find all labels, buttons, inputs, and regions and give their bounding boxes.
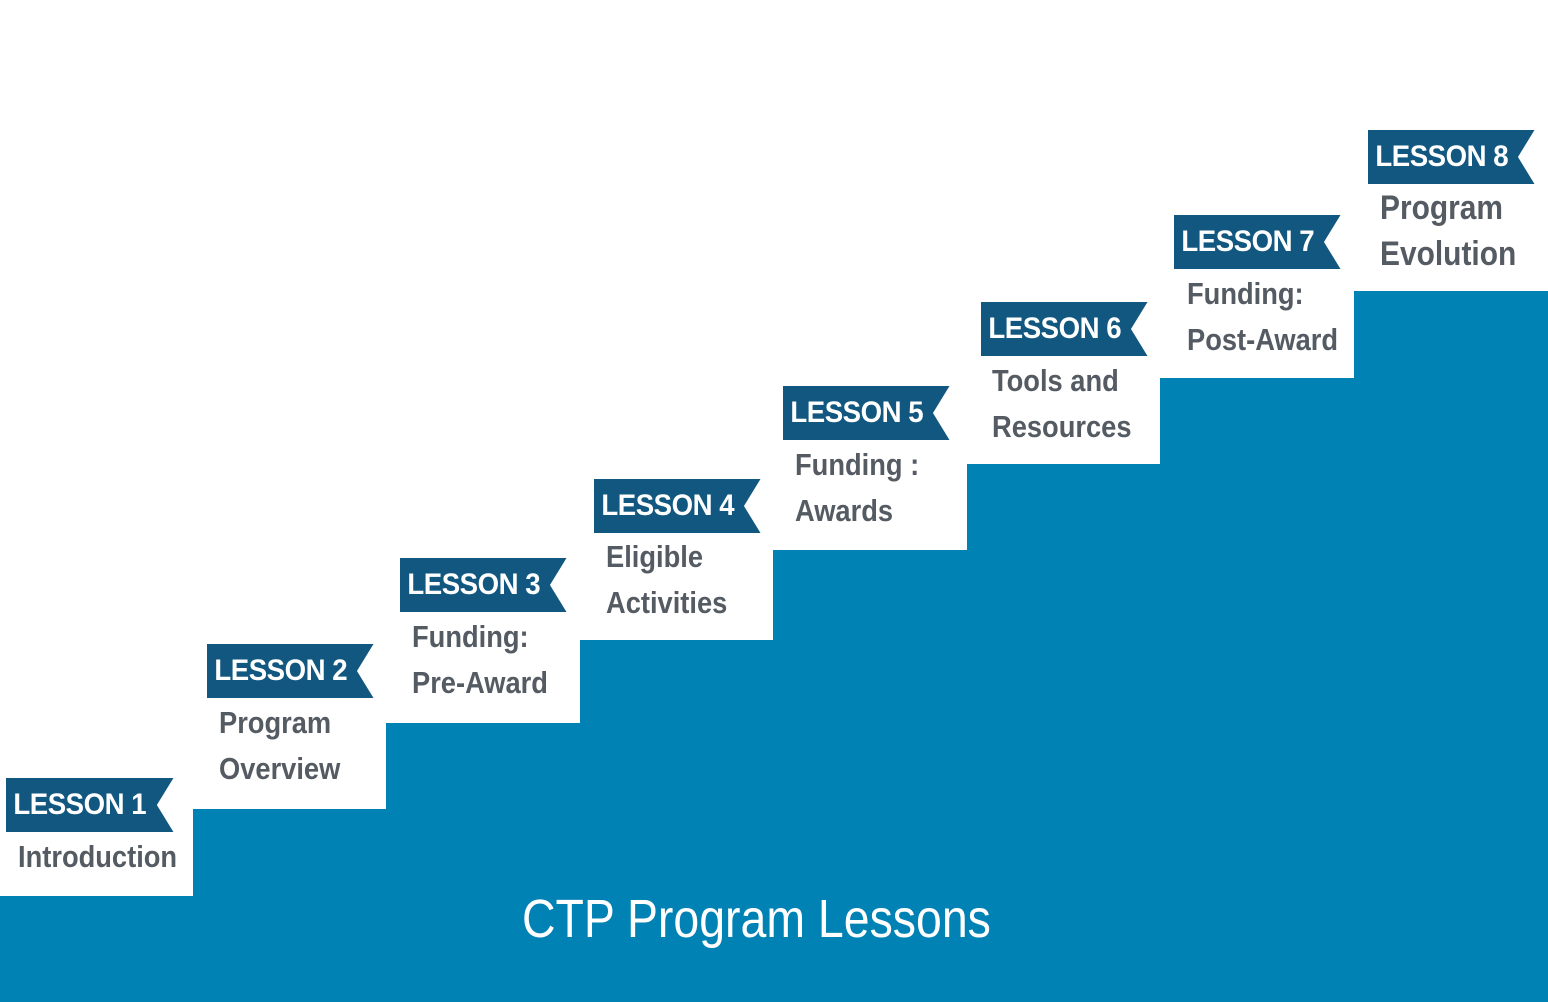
lesson-7-line2: Post-Award (1187, 322, 1339, 357)
lesson-1-description: Introduction (18, 834, 177, 880)
lesson-4-line1: Eligible (606, 539, 704, 574)
step-8 (1354, 291, 1548, 1002)
step-1 (0, 896, 193, 1002)
lesson-3-banner: LESSON 3 (400, 558, 567, 612)
lesson-7-description: Funding: Post-Award (1187, 271, 1338, 363)
lesson-3-line1: Funding: (412, 619, 529, 654)
lesson-3-description: Funding: Pre-Award (412, 614, 548, 706)
step-2 (193, 809, 386, 1002)
step-5 (773, 550, 967, 1002)
lesson-6-banner: LESSON 6 (981, 302, 1148, 356)
lesson-8-banner: LESSON 8 (1368, 130, 1535, 184)
lesson-7-line1: Funding: (1187, 276, 1304, 311)
lesson-3-line2: Pre-Award (412, 665, 548, 700)
lesson-5-banner: LESSON 5 (783, 386, 950, 440)
lesson-2-banner: LESSON 2 (207, 644, 374, 698)
diagram-title: CTP Program Lessons (522, 889, 991, 949)
lesson-5-line1: Funding : (795, 447, 920, 482)
lesson-4-banner: LESSON 4 (594, 479, 761, 533)
lesson-8-line2: Evolution (1380, 235, 1517, 273)
lesson-6-line1: Tools and (992, 363, 1119, 398)
lesson-5-line2: Awards (795, 493, 894, 528)
step-4 (580, 640, 773, 1002)
lesson-1-banner: LESSON 1 (6, 778, 173, 832)
lesson-1-line1: Introduction (18, 839, 178, 874)
lesson-4-line2: Activities (606, 585, 728, 620)
lesson-6-line2: Resources (992, 409, 1132, 444)
lesson-2-description: Program Overview (219, 700, 340, 792)
step-7 (1160, 378, 1354, 1002)
lesson-8-line1: Program (1380, 189, 1504, 227)
step-3 (386, 723, 580, 1002)
lesson-6-description: Tools and Resources (992, 358, 1132, 450)
lesson-7-banner: LESSON 7 (1174, 215, 1341, 269)
lesson-2-line2: Overview (219, 751, 341, 786)
step-6 (967, 464, 1160, 1002)
lesson-4-description: Eligible Activities (606, 534, 727, 626)
lesson-8-description: Program Evolution (1380, 185, 1516, 277)
lesson-5-description: Funding : Awards (795, 442, 919, 534)
lesson-2-line1: Program (219, 705, 332, 740)
